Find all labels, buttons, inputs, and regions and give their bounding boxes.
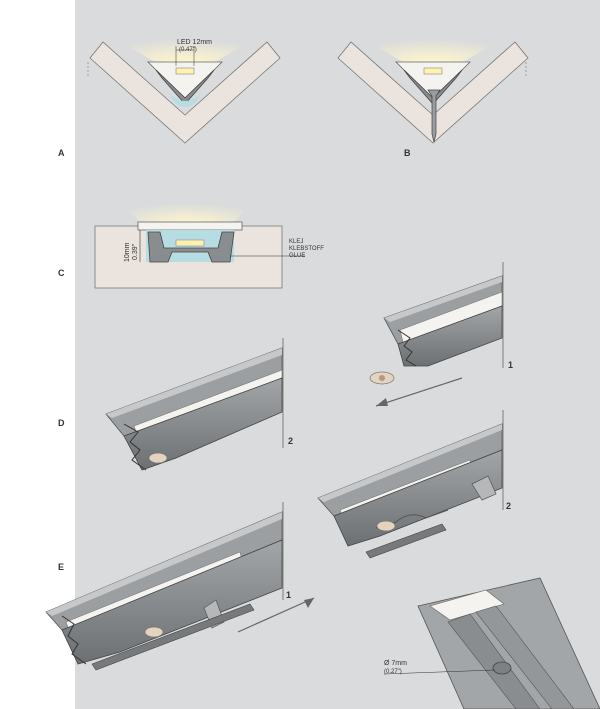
end-cap-icon	[144, 626, 164, 638]
drill-hole-icon	[492, 661, 512, 675]
diameter-mm-label: Ø 7mm	[384, 660, 407, 667]
step-2-label: 2	[288, 436, 293, 446]
profile	[397, 305, 503, 367]
diffuser	[137, 221, 243, 231]
led-width-inch-label: (0.47")	[179, 47, 197, 53]
arrow-icon	[304, 598, 314, 608]
led-strip	[175, 239, 205, 247]
section-label-e: E	[58, 562, 65, 572]
section-label-c: C	[58, 268, 65, 278]
profile	[123, 377, 283, 471]
height-inch-label: 0.39"	[132, 243, 139, 260]
profile	[155, 69, 215, 105]
diagram-e-step-1: 1	[45, 502, 315, 671]
section-label-b: B	[404, 148, 411, 158]
led-strip	[423, 67, 443, 75]
arrow-icon	[376, 398, 388, 406]
light-beam	[366, 29, 500, 62]
diagram-a-corner-mount: LED 12mm (0.47")	[87, 29, 281, 144]
led-strip	[175, 67, 195, 75]
profile	[333, 449, 503, 547]
step-e1-label: 1	[286, 590, 291, 600]
diagram-e-drill-hole: Ø 7mm (0.27")	[383, 577, 600, 709]
glue-label-pl: KLEJ	[289, 239, 303, 245]
profile	[61, 539, 283, 665]
diagram-e-step-2: 2	[317, 410, 511, 559]
glue	[168, 92, 202, 107]
step-e2-label: 2	[506, 501, 511, 511]
end-cap-icon	[376, 520, 396, 532]
diameter-leader-line	[383, 669, 496, 675]
led-width-label: LED 12mm	[177, 39, 212, 46]
glue-label-en: GLUE	[289, 253, 305, 259]
step-1-label: 1	[508, 360, 513, 370]
light-beam	[118, 29, 252, 62]
glue-label-de: KLEBSTOFF	[289, 246, 324, 252]
light-beam	[128, 194, 246, 224]
height-mm-label: 10mm	[124, 242, 131, 262]
section-label-d: D	[58, 418, 65, 428]
screw-icon	[427, 89, 441, 143]
diagram-d-step-1: 1	[369, 262, 513, 407]
diagram-c-surface-glue: 10mm 0.39" KLEJ KLEBSTOFF GLUE	[94, 194, 324, 289]
left-margin	[0, 0, 75, 709]
profile	[147, 231, 235, 263]
diagram-b-corner-screw	[337, 29, 529, 144]
diagram-d-step-2: 2	[105, 338, 293, 471]
diameter-inch-label: (0.27")	[384, 669, 402, 675]
diffuser	[429, 589, 505, 621]
end-cap-icon	[148, 452, 168, 464]
section-label-a: A	[58, 148, 65, 158]
